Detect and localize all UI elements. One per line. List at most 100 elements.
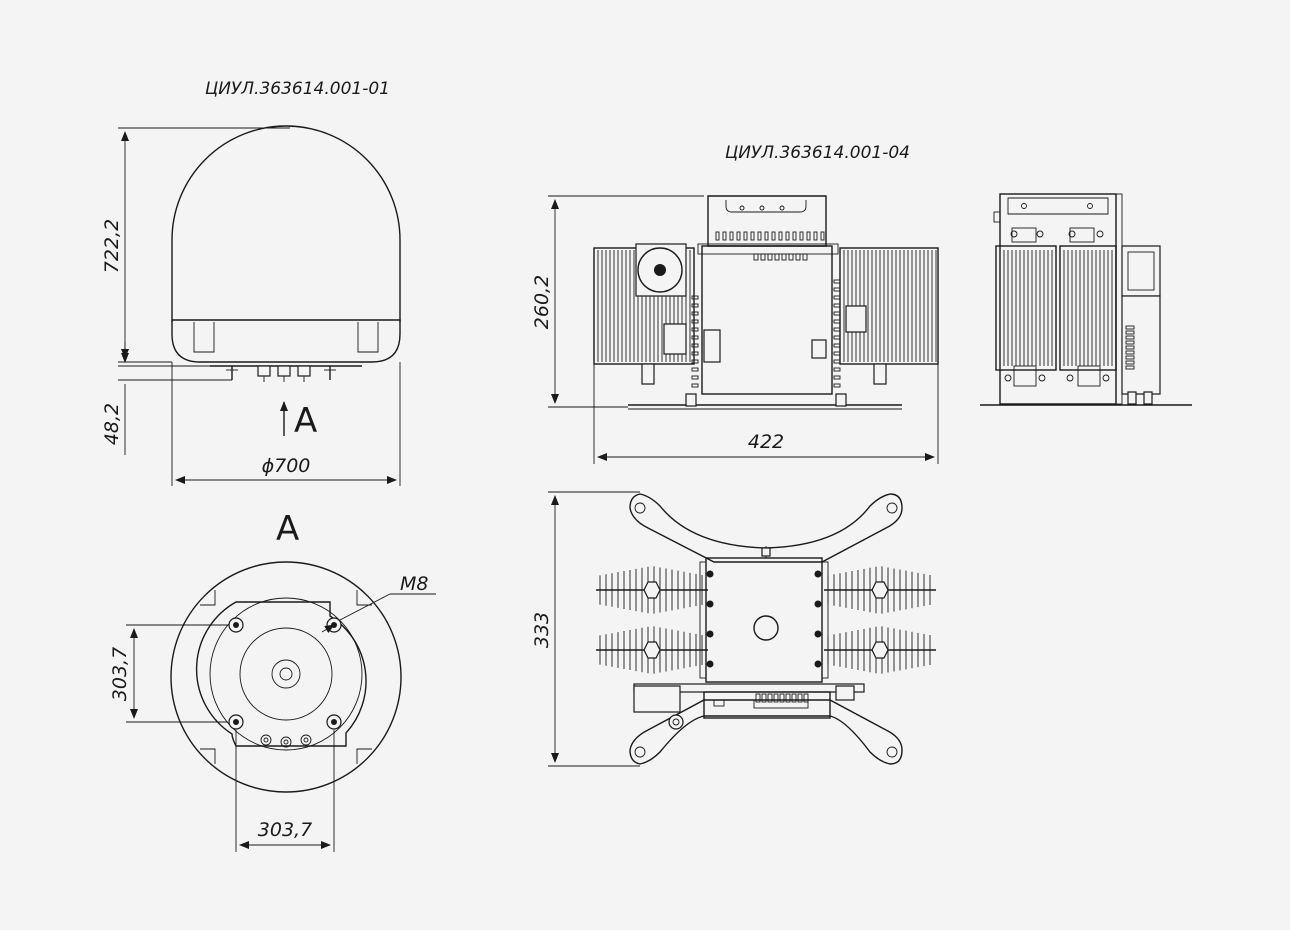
side-frame (999, 193, 1117, 405)
connectors (226, 365, 336, 382)
vent-slot (833, 287, 841, 292)
plan-port (753, 615, 779, 641)
vent-slot (799, 231, 804, 241)
main-box (701, 245, 833, 395)
vent-slot (833, 295, 841, 300)
vent-slot (767, 253, 773, 261)
body-bolt (814, 660, 822, 668)
vent-slot (691, 295, 699, 300)
connector-tooth (1125, 335, 1135, 340)
base-window-left (193, 322, 215, 353)
connector-pin (767, 693, 773, 703)
vent-slot (760, 253, 766, 261)
vent-slot (795, 253, 801, 261)
unit-front-view: 260,2 422 (531, 195, 939, 464)
dim-height-dome: 722,2 (101, 219, 123, 273)
vent-slot (833, 303, 841, 308)
vent-slot (820, 231, 825, 241)
connector-tooth (1125, 345, 1135, 350)
vent-slot (691, 319, 699, 324)
dim-unit-height: 260,2 (531, 275, 553, 329)
side-heatsinks (995, 245, 1117, 371)
body-bolt (814, 570, 822, 578)
view-arrow-label: A (294, 401, 317, 441)
body-bolt (706, 570, 714, 578)
connector-tooth (1125, 325, 1135, 330)
dome-side-view: 722,2 48,2 A ϕ700 (101, 125, 401, 486)
vent-slot (691, 351, 699, 356)
dome-outline (171, 125, 401, 322)
fin-hub (871, 581, 889, 599)
fin-hub (643, 581, 661, 599)
vent-slot (833, 327, 841, 332)
fan (637, 247, 683, 293)
title-left: ЦИУЛ.363614.001-01 (205, 79, 390, 99)
vent-slot (691, 375, 699, 380)
body-bolt (814, 630, 822, 638)
vent-slot (691, 303, 699, 308)
dim-plan-depth: 333 (531, 612, 553, 648)
vent-slot (691, 335, 699, 340)
vent-slot (778, 231, 783, 241)
vent-slot (722, 231, 727, 241)
vent-slot (715, 231, 720, 241)
vent-slot (757, 231, 762, 241)
connector-tooth (1125, 365, 1135, 370)
connector-pin (785, 693, 791, 703)
body-bolt (814, 600, 822, 608)
connector-pin (803, 693, 809, 703)
vent-slot (833, 351, 841, 356)
vent-slot (781, 253, 787, 261)
dim-height-base: 48,2 (101, 403, 123, 445)
vent-slot (833, 375, 841, 380)
hub-ring (239, 627, 333, 721)
vent-slot (833, 343, 841, 348)
view-a-bottom: A M8 303,7 (109, 509, 436, 852)
dim-unit-width: 422 (748, 431, 784, 453)
connector-block (753, 699, 809, 709)
vent-slot (743, 231, 748, 241)
vent-slot (691, 359, 699, 364)
vent-slot (736, 231, 741, 241)
fin-hub (643, 641, 661, 659)
vent-slot (691, 383, 699, 388)
vent-slot (785, 231, 790, 241)
vent-slot (813, 231, 818, 241)
base-window-right (357, 322, 379, 353)
outer-circle (170, 561, 402, 793)
bolt-holes (228, 617, 342, 730)
vent-slot (691, 367, 699, 372)
bracket-bottom (629, 699, 903, 765)
vent-slot (833, 367, 841, 372)
vent-slot (833, 359, 841, 364)
body-bolt (706, 660, 714, 668)
vent-slot (764, 231, 769, 241)
right-heatsink (839, 247, 939, 365)
vent-slot (729, 231, 734, 241)
vent-slot (806, 231, 811, 241)
vent-slot (833, 319, 841, 324)
unit-side-view (980, 193, 1192, 406)
view-a-label: A (276, 509, 299, 549)
connector-pin (791, 693, 797, 703)
connector-pin (773, 693, 779, 703)
vent-slot (792, 231, 797, 241)
vent-slot (788, 253, 794, 261)
connector-holes (260, 734, 312, 748)
title-right: ЦИУЛ.363614.001-04 (725, 143, 910, 163)
vent-slot (771, 231, 776, 241)
body-bolt (706, 630, 714, 638)
inner-ring (209, 597, 363, 751)
vent-slot (833, 335, 841, 340)
dim-bolt-pitch-vertical: 303,7 (109, 647, 131, 701)
connector-tooth (1125, 330, 1135, 335)
plan-body (705, 557, 823, 683)
connector-tooth (1125, 355, 1135, 360)
fin-hub (871, 641, 889, 659)
mount-plate (195, 601, 367, 747)
vent-slot (802, 253, 808, 261)
vent-slot (691, 327, 699, 332)
vent-slot (774, 253, 780, 261)
vent-slot (691, 343, 699, 348)
